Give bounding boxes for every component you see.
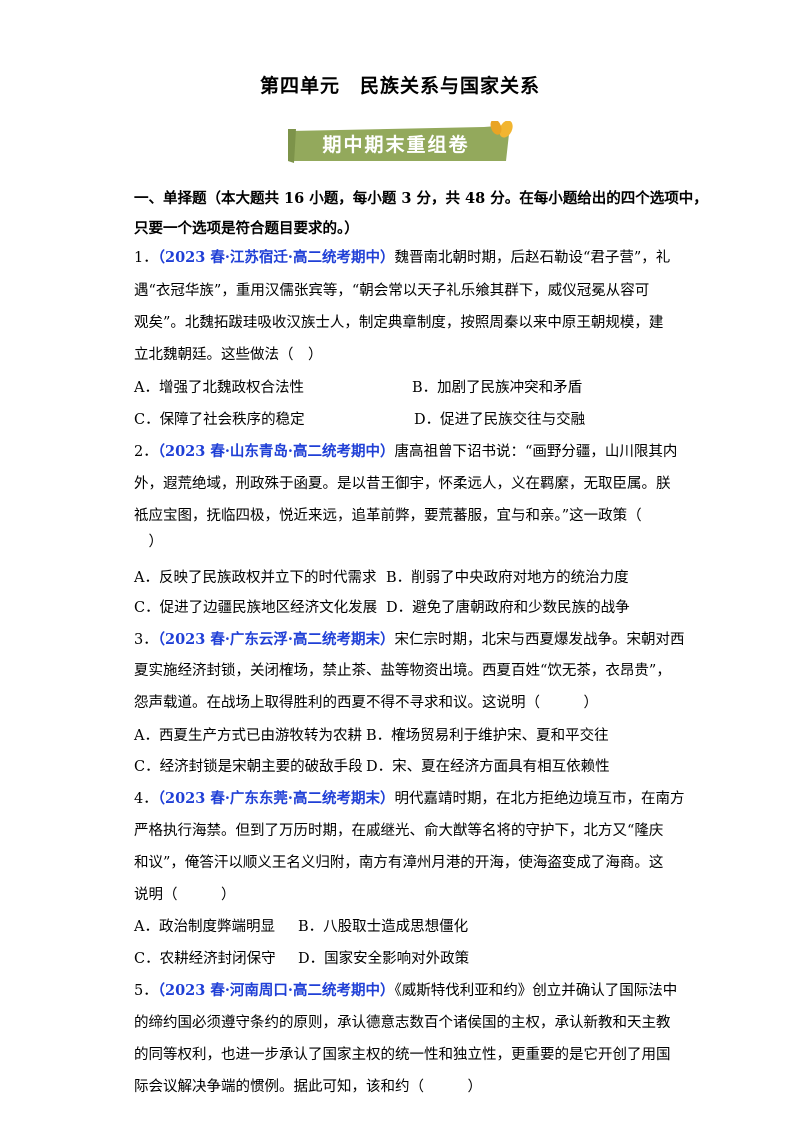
question-number: 2． [134, 444, 158, 460]
question-text: 《威斯特伐利亚和约》创立并确认了国际法中 [394, 983, 678, 999]
question-1-line: 遇“衣冠华族”，重用汉儒张宾等，“朝会常以天子礼乐飨其群下，威仪冠冕从容可 [134, 283, 650, 299]
section-heading-line-1: 一、单择题（本大题共 16 小题，每小题 3 分，共 48 分。在每小题给出的四… [134, 190, 708, 207]
question-4-line: 严格执行海禁。但到了万历时期，在戚继光、俞大猷等名将的守护下，北方又“隆庆 [134, 823, 664, 839]
question-2-options-row: C．促进了边疆民族地区经济文化发展 D．避免了唐朝政府和少数民族的战争 [134, 593, 694, 623]
option-b: B．榷场贸易利于维护宋、夏和平交往 [366, 728, 609, 744]
question-4-line: 和议”，俺答汗以顺义王名义归附，南方有漳州月港的开海，使海盗变成了海商。这 [134, 855, 664, 871]
banner-background [288, 121, 513, 163]
question-1-stem: 1．（2023 春·江苏宿迁·高二统考期中）魏晋南北朝时期，后赵石勒设“君子营”… [134, 243, 674, 273]
question-number: 1． [134, 250, 158, 266]
question-number: 3． [134, 632, 158, 648]
option-b: B．加剧了民族冲突和矛盾 [412, 380, 583, 396]
option-a: A．西夏生产方式已由游牧转为农耕 [134, 728, 362, 744]
question-3-options-row: A．西夏生产方式已由游牧转为农耕 B．榷场贸易利于维护宋、夏和平交往 [134, 721, 694, 751]
question-1-line: 立北魏朝廷。这些做法（ ） [134, 347, 323, 363]
question-3-options-row: C．经济封锁是宋朝主要的破敌手段 D．宋、夏在经济方面具有相互依赖性 [134, 752, 694, 782]
question-5-line: 际会议解决争端的惯例。据此可知，该和约（ ） [134, 1079, 482, 1095]
option-d: D．促进了民族交往与交融 [414, 412, 586, 428]
option-d: D．国家安全影响对外政策 [298, 951, 470, 967]
question-source: （2023 春·广东云浮·高二统考期末） [157, 631, 395, 648]
question-3-line: 怨声载道。在战场上取得胜利的西夏不得不寻求和议。这说明（ ） [134, 695, 598, 711]
question-4-options-row: C．农耕经济封闭保守 D．国家安全影响对外政策 [134, 944, 694, 974]
banner-label: 期中期末重组卷 [322, 134, 470, 156]
question-text: 宋仁宗时期，北宋与西夏爆发战争。宋朝对西 [394, 632, 685, 648]
question-number: 5． [134, 983, 158, 999]
question-text: 魏晋南北朝时期，后赵石勒设“君子营”，礼 [394, 250, 671, 266]
question-5-line: 的同等权利，也进一步承认了国家主权的统一性和独立性，更重要的是它开创了用国 [134, 1047, 671, 1063]
option-c: C．农耕经济封闭保守 [134, 951, 276, 967]
question-text: 明代嘉靖时期，在北方拒绝边境互市，在南方 [394, 791, 685, 807]
option-a: A．政治制度弊端明显 [134, 919, 275, 935]
option-a: A．反映了民族政权并立下的时代需求 [134, 570, 377, 586]
question-2-stem: 2．（2023 春·山东青岛·高二统考期中）唐高祖曾下诏书说：“画野分疆，山川限… [134, 437, 678, 467]
option-d: D．避免了唐朝政府和少数民族的战争 [386, 600, 630, 616]
question-2-line: 祗应宝图，抚临四极，悦近来远，追革前弊，要荒蕃服，宜与和亲。”这一政策（ [134, 508, 642, 524]
question-2-options-row: A．反映了民族政权并立下的时代需求 B．削弱了中央政府对地方的统治力度 [134, 563, 694, 593]
option-c: C．保障了社会秩序的稳定 [134, 412, 305, 428]
question-1-options-row: A．增强了北魏政权合法性 B．加剧了民族冲突和矛盾 [134, 373, 694, 403]
question-2-line: 外，遐荒绝域，刑政殊于函夏。是以昔王御宇，怀柔远人，义在羁縻，无取臣属。朕 [134, 476, 671, 492]
exam-type-banner: 期中期末重组卷 [284, 121, 516, 165]
option-b: B．削弱了中央政府对地方的统治力度 [386, 570, 629, 586]
question-4-options-row: A．政治制度弊端明显 B．八股取士造成思想僵化 [134, 912, 694, 942]
option-d: D．宋、夏在经济方面具有相互依赖性 [366, 759, 610, 775]
question-1-options-row: C．保障了社会秩序的稳定 D．促进了民族交往与交融 [134, 405, 694, 435]
option-c: C．经济封锁是宋朝主要的破敌手段 [134, 759, 363, 775]
option-a: A．增强了北魏政权合法性 [134, 380, 304, 396]
question-3-line: 夏实施经济封锁，关闭榷场，禁止茶、盐等物资出境。西夏百姓“饮无茶，衣昂贵”， [134, 663, 671, 679]
section-heading-line-2: 只要一个选项是符合题目要求的。） [134, 220, 359, 237]
question-5-line: 的缔约国必须遵守条约的原则，承认德意志数百个诸侯国的主权，承认新教和天主教 [134, 1015, 671, 1031]
question-source: （2023 春·江苏宿迁·高二统考期中） [157, 249, 395, 266]
question-1-line: 观矣”。北魏拓跋珪吸收汉族士人，制定典章制度，按照周秦以来中原王朝规模，建 [134, 315, 664, 331]
option-b: B．八股取士造成思想僵化 [298, 919, 469, 935]
question-source: （2023 春·山东青岛·高二统考期中） [157, 443, 395, 460]
question-5-stem: 5．（2023 春·河南周口·高二统考期中）《威斯特伐利亚和约》创立并确认了国际… [134, 976, 678, 1006]
question-source: （2023 春·河南周口·高二统考期中） [157, 982, 395, 999]
option-c: C．促进了边疆民族地区经济文化发展 [134, 600, 378, 616]
question-2-line: ） [134, 534, 163, 550]
question-3-stem: 3．（2023 春·广东云浮·高二统考期末）宋仁宗时期，北宋与西夏爆发战争。宋朝… [134, 625, 684, 655]
question-text: 唐高祖曾下诏书说：“画野分疆，山川限其内 [394, 444, 678, 460]
page-title: 第四单元 民族关系与国家关系 [259, 75, 540, 97]
question-number: 4． [134, 791, 158, 807]
question-4-stem: 4．（2023 春·广东东莞·高二统考期末）明代嘉靖时期，在北方拒绝边境互市，在… [134, 784, 684, 814]
question-4-line: 说明（ ） [134, 887, 236, 903]
question-source: （2023 春·广东东莞·高二统考期末） [157, 790, 395, 807]
